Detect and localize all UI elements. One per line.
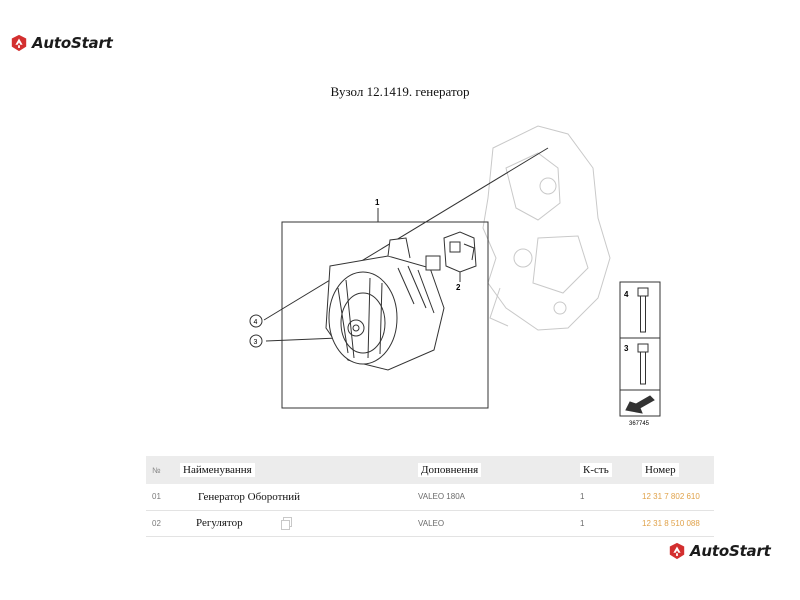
autostart-logo-top: AutoStart <box>10 34 113 52</box>
col-header-name: Найменування <box>180 456 418 484</box>
row-extra: VALEO <box>418 518 445 528</box>
row-no: 01 <box>152 492 161 502</box>
table-row[interactable]: 01 Генератор Оборотний VALEO 180A 1 12 3… <box>146 484 714 510</box>
callout-circle-4 <box>249 314 263 328</box>
autostart-logo-icon <box>669 542 685 560</box>
assembly-diagram: 1 2 3 4 4 3 367745 <box>249 125 661 427</box>
callout-3: 3 <box>254 339 258 346</box>
callout-4: 4 <box>254 319 258 326</box>
fastener-panel <box>619 281 661 417</box>
leader-line-3 <box>265 337 339 342</box>
callout-2: 2 <box>456 283 461 292</box>
brand-name: AutoStart <box>32 34 113 52</box>
row-name-cell: Регулятор <box>180 510 418 536</box>
callout-circle-3 <box>249 334 263 348</box>
engine-block-outline <box>482 125 611 331</box>
callout-1: 1 <box>375 198 380 207</box>
col-header-qty: К-сть <box>580 456 642 484</box>
table-row[interactable]: 02 Регулятор VALEO 1 12 31 8 510 088 <box>146 510 714 536</box>
side-label-4: 4 <box>624 290 629 299</box>
col-header-no: № <box>152 465 161 475</box>
row-part-number-link[interactable]: 12 31 7 802 610 <box>642 492 700 502</box>
part-group-box <box>281 221 489 409</box>
row-name: Регулятор <box>196 517 243 529</box>
brand-name: AutoStart <box>690 542 771 560</box>
table-header-row: № Найменування Доповнення К-сть Номер <box>146 456 714 484</box>
col-header-extra: Доповнення <box>418 456 580 484</box>
diagram-ref-number: 367745 <box>629 421 650 427</box>
autostart-logo-bottom: AutoStart <box>668 542 771 560</box>
regulator-drawing <box>443 231 477 273</box>
row-no: 02 <box>152 518 161 528</box>
row-qty: 1 <box>580 492 585 502</box>
row-part-number-link[interactable]: 12 31 8 510 088 <box>642 518 700 528</box>
row-name: Генератор Оборотний <box>198 490 301 503</box>
page-title: Вузол 12.1419. генератор <box>330 84 470 99</box>
alternator-drawing <box>325 237 445 371</box>
row-extra: VALEO 180A <box>418 492 465 502</box>
side-label-3: 3 <box>624 344 629 353</box>
leader-line-4 <box>263 147 549 321</box>
copy-icon[interactable] <box>280 517 292 530</box>
autostart-logo-icon <box>11 34 27 52</box>
row-qty: 1 <box>580 518 585 528</box>
col-header-number: Номер <box>642 456 714 484</box>
parts-table: № Найменування Доповнення К-сть Номер 01… <box>146 456 714 537</box>
